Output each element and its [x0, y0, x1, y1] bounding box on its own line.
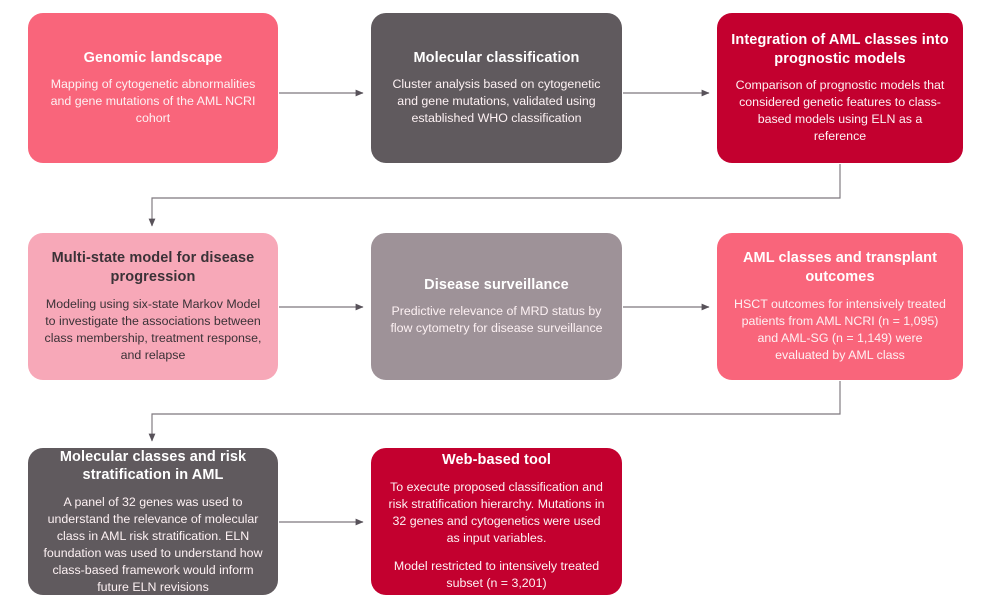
node-body-secondary: Model restricted to intensively treated …: [393, 558, 600, 590]
node-risk-stratification[interactable]: Molecular classes and risk stratificatio…: [28, 448, 278, 595]
node-body: To execute proposed classification and r…: [388, 479, 605, 545]
node-body: Predictive relevance of MRD status by fl…: [390, 304, 603, 336]
node-integration-prognostic-models[interactable]: Integration of AML classes into prognost…: [717, 13, 963, 163]
node-body: HSCT outcomes for intensively treated pa…: [734, 296, 946, 362]
connector-integration-to-multistate: [148, 164, 841, 227]
node-title: Genomic landscape: [83, 49, 223, 66]
node-web-based-tool[interactable]: Web-based tool To execute proposed class…: [371, 448, 622, 595]
node-disease-surveillance[interactable]: Disease surveillance Predictive relevanc…: [371, 233, 622, 380]
node-title: Disease surveillance: [424, 276, 569, 293]
node-body: Mapping of cytogenetic abnormalities and…: [50, 77, 256, 126]
node-body: Comparison of prognostic models that con…: [735, 78, 945, 144]
connector-transplant-to-risk: [148, 381, 841, 442]
node-molecular-classification[interactable]: Molecular classification Cluster analysi…: [371, 13, 622, 163]
node-title: AML classes and transplant outcomes: [742, 250, 938, 286]
node-multi-state-model[interactable]: Multi-state model for disease progressio…: [28, 233, 278, 380]
node-body: Cluster analysis based on cytogenetic an…: [392, 77, 601, 126]
node-title: Multi-state model for disease progressio…: [51, 250, 255, 286]
node-transplant-outcomes[interactable]: AML classes and transplant outcomes HSCT…: [717, 233, 963, 380]
node-title: Molecular classification: [413, 49, 580, 66]
node-title: Molecular classes and risk stratificatio…: [59, 448, 247, 484]
node-body: Modeling using six-state Markov Model to…: [44, 296, 262, 362]
node-genomic-landscape[interactable]: Genomic landscape Mapping of cytogenetic…: [28, 13, 278, 163]
node-title: Integration of AML classes into prognost…: [731, 31, 949, 67]
node-body: A panel of 32 genes was used to understa…: [43, 494, 263, 594]
node-title: Web-based tool: [441, 452, 552, 469]
